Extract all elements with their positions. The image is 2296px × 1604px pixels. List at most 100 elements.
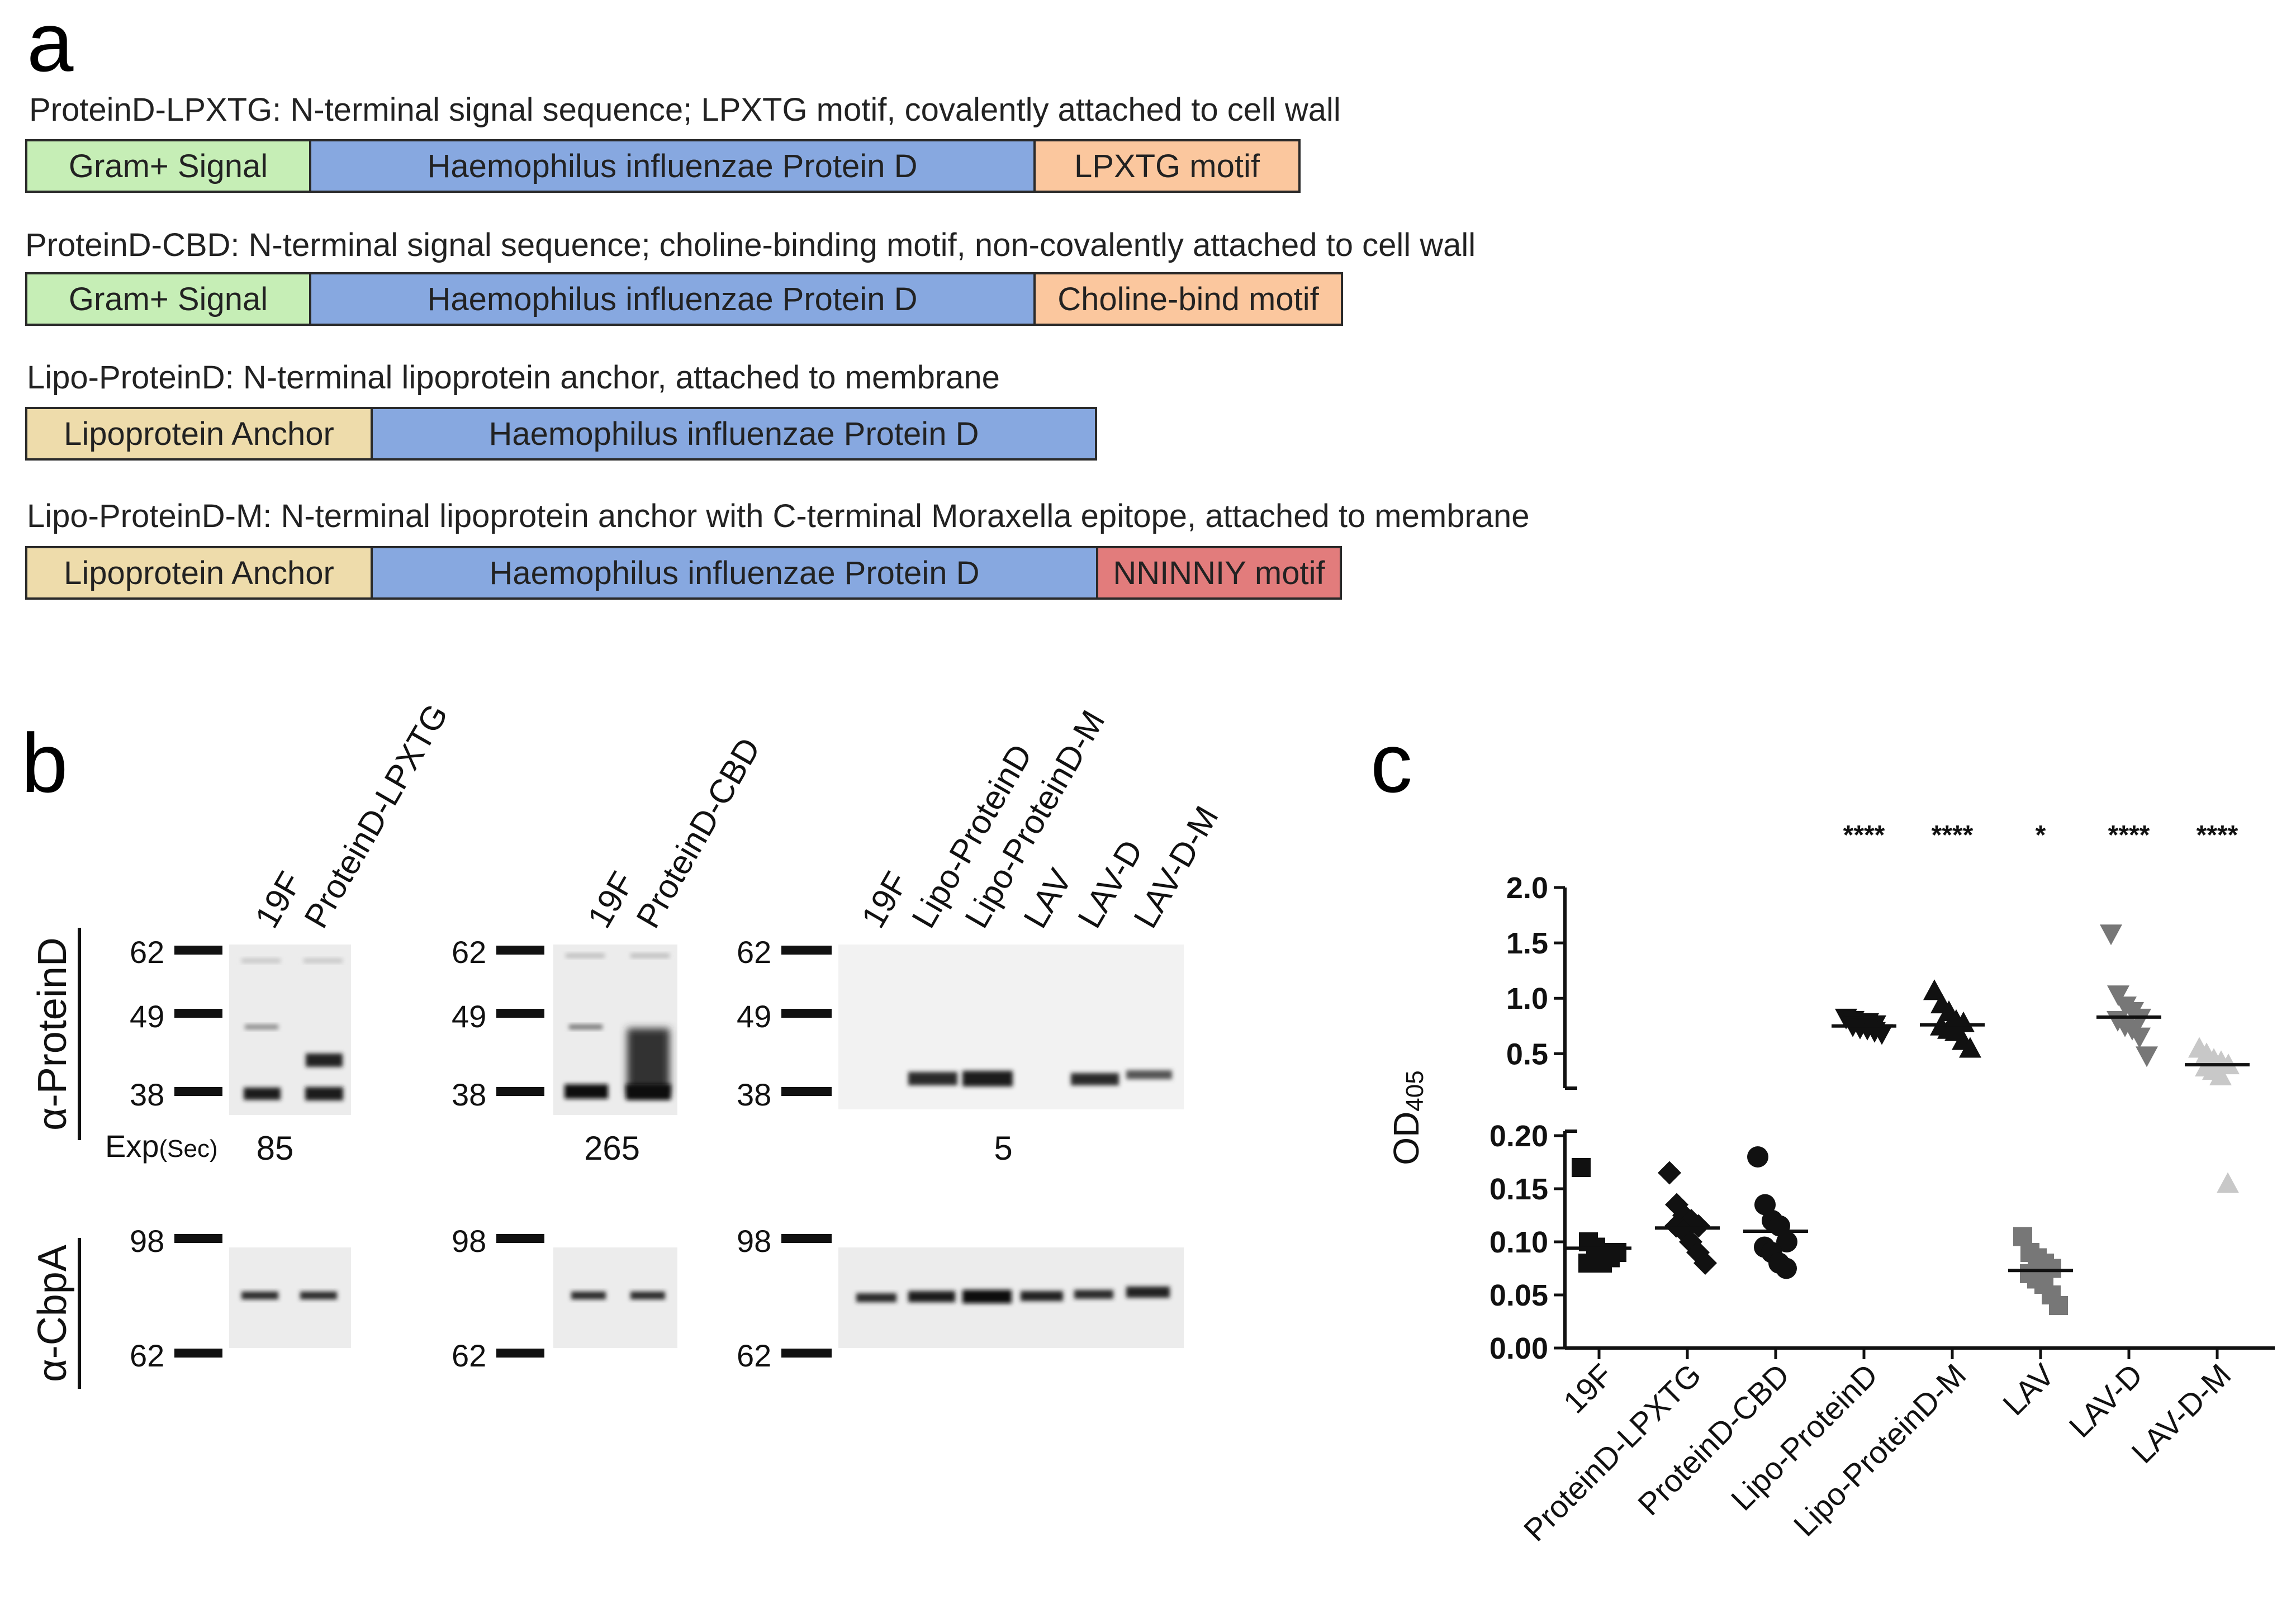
- construct-title-lipo: Lipo-ProteinD: N-terminal lipoprotein an…: [27, 359, 1000, 396]
- data-point: [1747, 1146, 1768, 1168]
- lane-label: 19F: [854, 865, 915, 934]
- x-tick-label: ProteinD-CBD: [1631, 1357, 1796, 1522]
- band: [962, 1071, 1013, 1086]
- lane-label: LAV: [1016, 863, 1079, 934]
- segment-choline-bind-motif: Choline-bind motif: [1033, 272, 1343, 326]
- marker-label: 49: [737, 999, 771, 1034]
- marker-label: 98: [737, 1223, 771, 1259]
- band: [569, 1024, 603, 1029]
- segment-lipoprotein-anchor: Lipoprotein Anchor: [25, 546, 371, 600]
- significance-label: ****: [2197, 820, 2238, 850]
- data-point: [1572, 1158, 1591, 1177]
- y-tick-label: 0.00: [1489, 1332, 1548, 1365]
- lane-label: 19F: [248, 865, 309, 934]
- data-point: [1693, 1251, 1717, 1275]
- marker-tick: [781, 1087, 832, 1096]
- band: [241, 958, 281, 963]
- band: [630, 1292, 665, 1299]
- band: [1071, 1073, 1119, 1085]
- lane-label: ProteinD-LPXTG: [297, 704, 455, 934]
- data-point: [2128, 1027, 2151, 1048]
- data-point: [2209, 1065, 2232, 1085]
- panel-label-b: b: [21, 716, 68, 810]
- segment-protein-d: Haemophilus influenzae Protein D: [371, 407, 1097, 461]
- significance-label: ****: [2108, 820, 2150, 850]
- band: [856, 1293, 896, 1302]
- y-tick-label: 2.0: [1506, 871, 1548, 905]
- significance-label: ****: [1843, 820, 1885, 850]
- construct-bar-lpxtg: Gram+ Signal Haemophilus influenzae Prot…: [25, 139, 1301, 193]
- marker-tick: [174, 1234, 222, 1243]
- significance-label: ****: [1932, 820, 1974, 850]
- marker-label: 38: [737, 1077, 771, 1112]
- marker-label: 62: [737, 934, 771, 970]
- marker-tick: [496, 1234, 544, 1243]
- band: [241, 1292, 278, 1299]
- exposure-value: 5: [994, 1130, 1012, 1167]
- marker-label: 62: [130, 1338, 164, 1373]
- construct-bar-lipo-m: Lipoprotein Anchor Haemophilus influenza…: [25, 546, 1342, 600]
- lane-label: 19F: [580, 865, 642, 934]
- exposure-value: 85: [257, 1130, 294, 1167]
- band: [1126, 1287, 1170, 1298]
- band: [305, 1087, 343, 1100]
- band: [303, 958, 343, 963]
- segment-protein-d: Haemophilus influenzae Protein D: [309, 272, 1033, 326]
- y-axis-label: OD405: [1386, 1070, 1429, 1165]
- band: [1126, 1070, 1172, 1079]
- significance-label: *: [2036, 820, 2046, 850]
- marker-tick: [496, 1087, 544, 1096]
- marker-label: 49: [452, 999, 486, 1034]
- construct-title-lpxtg: ProteinD-LPXTG: N-terminal signal sequen…: [29, 92, 1341, 128]
- blot-cbd: 19F ProteinD-CBD 62 49 38 265 98 62: [452, 732, 767, 1373]
- blot-membrane: [229, 945, 351, 1115]
- x-tick-label: LAV: [1996, 1356, 2061, 1422]
- marker-tick: [496, 946, 544, 955]
- blot-lipo: 19F Lipo-ProteinD Lipo-ProteinD-M LAV LA…: [737, 704, 1226, 1373]
- data-point: [1658, 1161, 1681, 1185]
- data-point: [1776, 1257, 1797, 1279]
- y-tick-label: 0.15: [1489, 1173, 1548, 1206]
- y-tick-label: 1.5: [1506, 927, 1548, 960]
- marker-label: 38: [130, 1077, 164, 1112]
- panel-label-a: a: [27, 0, 74, 89]
- band: [244, 1088, 281, 1100]
- data-point: [1923, 979, 1946, 1000]
- y-tick-label: 0.10: [1489, 1226, 1548, 1259]
- band: [245, 1024, 278, 1029]
- data-point: [2217, 1172, 2239, 1193]
- data-point: [1607, 1243, 1626, 1262]
- band: [962, 1290, 1012, 1303]
- marker-label: 62: [452, 1338, 486, 1373]
- data-point: [1959, 1037, 1981, 1058]
- band: [566, 953, 605, 958]
- data-point: [2049, 1296, 2068, 1315]
- blot-lpxtg: 19F ProteinD-LPXTG 62 49 38 85 98 62: [130, 704, 455, 1373]
- marker-tick: [781, 1349, 832, 1358]
- row-label-cbpa: α-CbpA: [30, 1245, 75, 1382]
- band: [306, 1053, 343, 1067]
- x-tick-label: LAV-D: [2062, 1357, 2149, 1444]
- marker-tick: [174, 946, 222, 955]
- exposure-value: 265: [584, 1130, 640, 1167]
- data-point: [2100, 924, 2122, 946]
- marker-label: 98: [452, 1223, 486, 1259]
- marker-tick: [781, 1234, 832, 1243]
- construct-bar-cbd: Gram+ Signal Haemophilus influenzae Prot…: [25, 272, 1343, 326]
- exposure-label: Exp(Sec): [105, 1128, 218, 1164]
- y-tick-label: 0.5: [1506, 1037, 1548, 1071]
- data-point: [2013, 1227, 2032, 1246]
- segment-protein-d: Haemophilus influenzae Protein D: [309, 139, 1033, 193]
- lane-label: ProteinD-CBD: [629, 732, 767, 934]
- marker-label: 62: [452, 934, 486, 970]
- western-blot-panel: α-ProteinD α-CbpA Exp(Sec) 19F ProteinD-…: [30, 704, 1226, 1389]
- band: [1021, 1291, 1063, 1301]
- marker-tick: [781, 1009, 832, 1018]
- marker-tick: [174, 1087, 222, 1096]
- x-tick-label: LAV-D-M: [2124, 1357, 2237, 1470]
- data-point: [1871, 1024, 1893, 1045]
- x-tick-label: 19F: [1557, 1357, 1620, 1420]
- segment-lipoprotein-anchor: Lipoprotein Anchor: [25, 407, 371, 461]
- construct-title-cbd: ProteinD-CBD: N-terminal signal sequence…: [25, 227, 1476, 263]
- segment-protein-d: Haemophilus influenzae Protein D: [371, 546, 1096, 600]
